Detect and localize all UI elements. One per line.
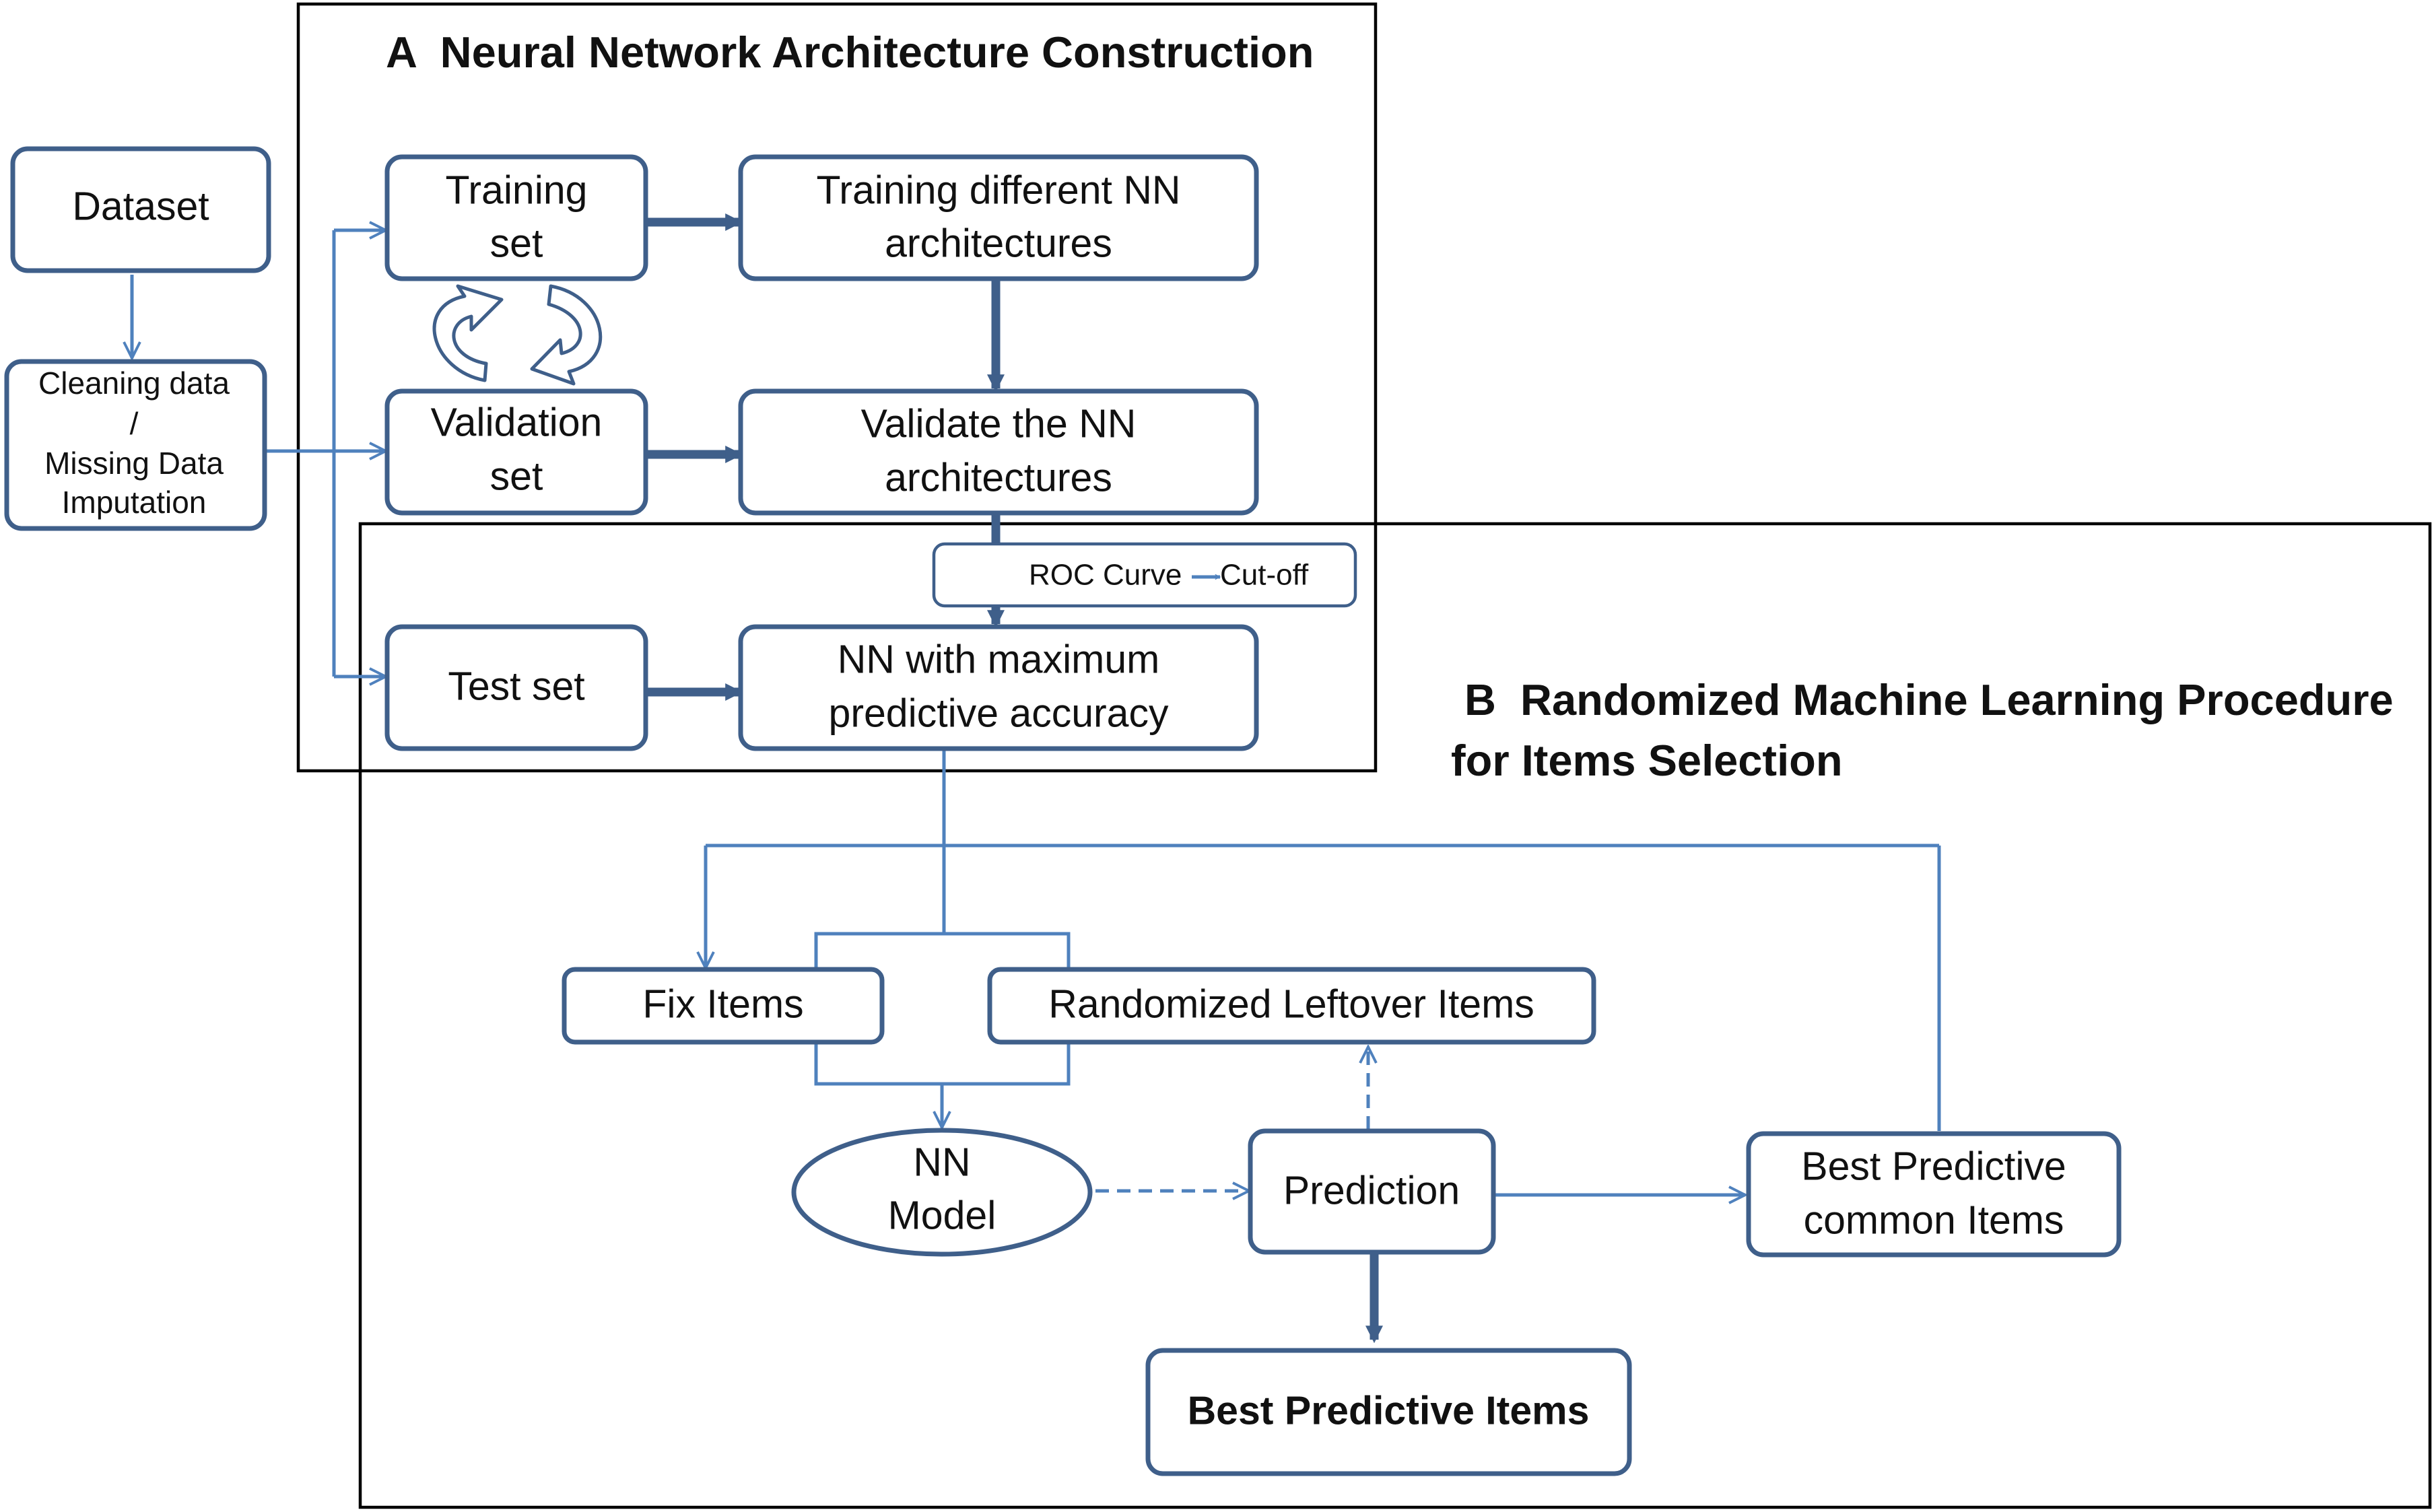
validation-set-label-line1: Validation	[431, 401, 603, 445]
nn-max-node: NN with maximum predictive accuracy	[738, 624, 1259, 751]
prediction-node: Prediction	[1248, 1128, 1496, 1255]
nn-max-label-line1: NN with maximum	[838, 638, 1160, 682]
randomized-leftover-node: Randomized Leftover Items	[987, 967, 1596, 1045]
cycle-arrow-right	[530, 284, 603, 386]
panel-b-title-line2: for Items Selection	[1451, 736, 1843, 785]
cutoff-label: Cut-off	[1220, 559, 1309, 592]
nn-model-label-line1: NN	[913, 1140, 970, 1185]
nn-model-label-line2: Model	[888, 1194, 996, 1238]
fix-items-label: Fix Items	[642, 982, 803, 1027]
bracket-upper	[814, 932, 1071, 968]
fix-items-node: Fix Items	[562, 967, 885, 1045]
roc-cutoff-node: ROC Curve Cut-off	[932, 542, 1357, 608]
cycle-arrows-icon	[432, 284, 603, 386]
cleaning-label-line1: Cleaning data	[38, 366, 230, 401]
cleaning-label-line3: Missing Data	[44, 446, 224, 481]
randomized-leftover-label: Randomized Leftover Items	[1048, 982, 1534, 1027]
test-set-label: Test set	[448, 664, 584, 709]
cleaning-node: Cleaning data / Missing Data Imputation	[4, 359, 267, 531]
training-set-node: Training set	[384, 154, 648, 281]
cycle-arrow-left	[432, 284, 504, 382]
train-nn-node: Training different NN architectures	[738, 154, 1259, 281]
dataset-label: Dataset	[72, 184, 209, 229]
train-nn-label-line2: architectures	[885, 221, 1112, 266]
validation-set-node: Validation set	[384, 388, 648, 516]
panel-b-frame	[358, 522, 2432, 1509]
best-common-label-line1: Best Predictive	[1801, 1144, 2066, 1189]
cleaning-label-line4: Imputation	[62, 485, 207, 520]
nn-model-node: NN Model	[791, 1128, 1093, 1257]
validation-set-label-line2: set	[490, 454, 543, 499]
validate-nn-node: Validate the NN architectures	[738, 388, 1259, 516]
training-set-label-line1: Training	[446, 168, 588, 213]
dataset-node: Dataset	[10, 146, 271, 273]
best-items-label: Best Predictive Items	[1188, 1389, 1590, 1433]
panel-a-title: A Neural Network Architecture Constructi…	[386, 28, 1314, 77]
panel-b-title-line1: B Randomized Machine Learning Procedure	[1464, 675, 2394, 724]
nn-max-label-line2: predictive accuracy	[829, 691, 1169, 736]
bracket-lower	[814, 1042, 1071, 1086]
best-common-node: Best Predictive common Items	[1746, 1131, 2122, 1258]
validate-nn-label-line1: Validate the NN	[861, 402, 1137, 446]
cleaning-label-line2: /	[130, 406, 139, 441]
training-set-label-line2: set	[490, 221, 543, 266]
prediction-label: Prediction	[1283, 1169, 1460, 1213]
validate-nn-label-line2: architectures	[885, 456, 1112, 500]
panel-a-frame	[296, 2, 1378, 773]
best-items-node: Best Predictive Items	[1145, 1348, 1632, 1476]
test-set-node: Test set	[384, 624, 648, 751]
roc-curve-label: ROC Curve	[1029, 559, 1182, 592]
best-common-label-line2: common Items	[1804, 1198, 2064, 1243]
train-nn-label-line1: Training different NN	[816, 168, 1180, 213]
